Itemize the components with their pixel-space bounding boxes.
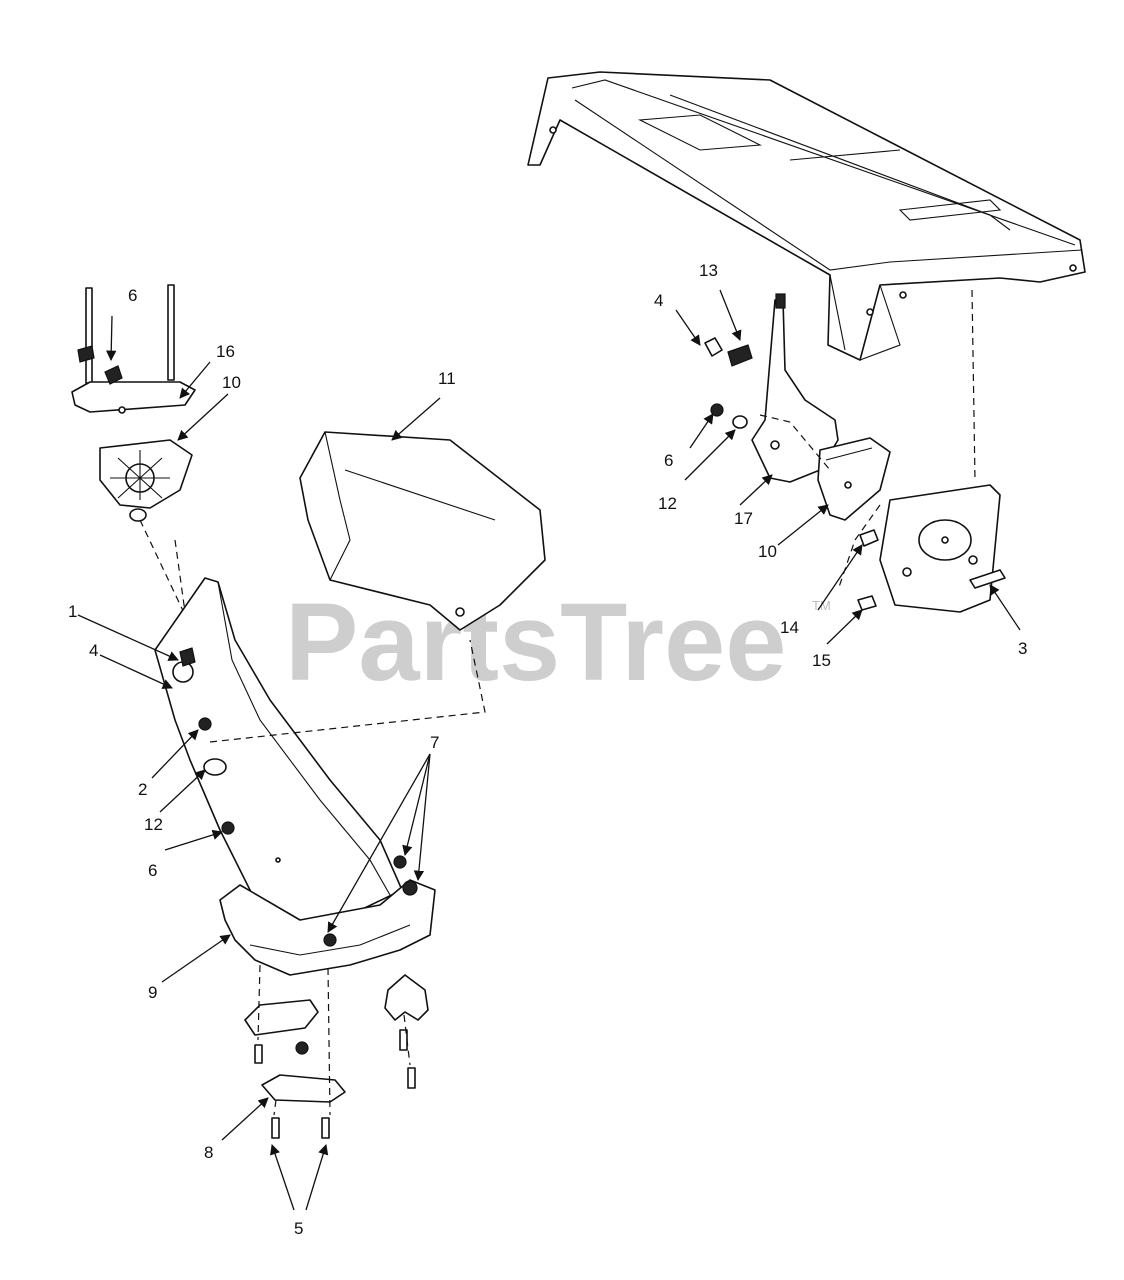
chute-deflector (299, 431, 546, 631)
frame-panel (527, 71, 1086, 361)
crank-assembly (71, 284, 196, 414)
callout-8: 8 (204, 1143, 213, 1162)
callout-11: 11 (438, 369, 456, 388)
callout-6-right: 6 (664, 451, 673, 470)
callout-12-left: 12 (144, 815, 163, 834)
callout-13: 13 (699, 261, 718, 280)
callout-17: 17 (734, 509, 753, 528)
callout-9: 9 (148, 983, 157, 1002)
callout-10-left: 10 (222, 373, 241, 392)
callout-4-left: 4 (89, 641, 98, 660)
callout-5: 5 (294, 1219, 303, 1238)
mounting-plate (879, 484, 1001, 613)
assembly-lines (209, 289, 976, 1116)
callout-14: 14 (780, 618, 799, 637)
callout-1: 1 (68, 602, 77, 621)
lower-clamps (244, 974, 429, 1139)
gear-plate-10-right (817, 437, 891, 521)
leader-lines (77, 289, 1021, 1211)
callout-15: 15 (812, 651, 831, 670)
callout-3: 3 (1018, 639, 1027, 658)
callouts: 1 4 2 12 6 7 9 8 5 6 16 10 11 4 13 6 12 … (68, 261, 1027, 1238)
callout-4-right: 4 (654, 291, 663, 310)
main-chute (154, 577, 403, 946)
callout-2: 2 (138, 780, 147, 799)
callout-7: 7 (430, 733, 439, 752)
gear-plate-10-left (99, 439, 193, 522)
callout-12-right: 12 (658, 494, 677, 513)
callout-10-right: 10 (758, 542, 777, 561)
watermark-text: PartsTree (285, 581, 786, 704)
callout-6-top: 6 (128, 286, 137, 305)
callout-16: 16 (216, 342, 235, 361)
callout-6-lower: 6 (148, 861, 157, 880)
hardware-right (704, 337, 1006, 611)
